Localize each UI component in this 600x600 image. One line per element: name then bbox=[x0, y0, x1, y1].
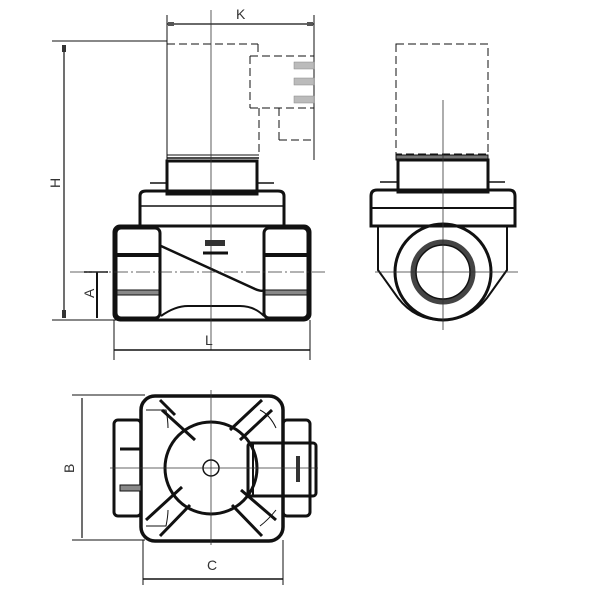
top-view bbox=[72, 390, 318, 585]
front-view bbox=[52, 10, 325, 360]
dim-label-k: K bbox=[236, 6, 246, 22]
dim-label-a: A bbox=[81, 288, 97, 298]
dim-label-h: H bbox=[47, 178, 63, 188]
dim-label-l: L bbox=[205, 332, 213, 348]
side-view bbox=[369, 43, 518, 330]
dim-label-b: B bbox=[61, 464, 77, 473]
dim-label-c: C bbox=[207, 557, 217, 573]
